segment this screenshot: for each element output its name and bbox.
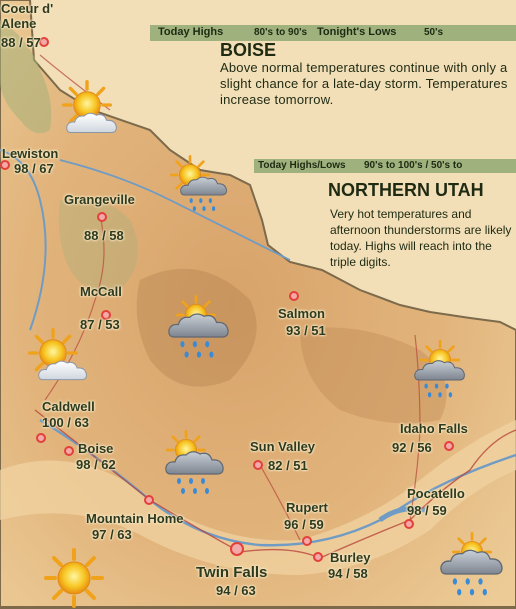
boise-forecast-panel: Today Highs 80's to 90's Tonight's Lows … [0, 0, 516, 140]
city-temps: 82 / 51 [268, 458, 308, 473]
city-label-twin-falls: Twin Falls 94 / 63 [196, 564, 267, 599]
utah-banner-value: 90's to 100's / 50's to [364, 160, 463, 171]
city-temps: 98 / 67 [14, 161, 54, 176]
utah-banner-label: Today Highs/Lows [258, 160, 346, 171]
city-marker-pocatello[interactable] [404, 519, 414, 529]
city-marker-boise[interactable] [64, 446, 74, 456]
city-marker-rupert[interactable] [302, 536, 312, 546]
city-temps: 97 / 63 [92, 527, 132, 542]
city-temps: 94 / 58 [328, 566, 368, 581]
city-label-sun-valley-temps: 82 / 51 [268, 458, 308, 473]
city-marker-coeur-dalene[interactable] [39, 37, 49, 47]
city-marker-twin-falls[interactable] [230, 542, 244, 556]
city-name: Twin Falls [196, 564, 268, 581]
city-marker-idaho-falls[interactable] [444, 441, 454, 451]
city-temps: 94 / 63 [216, 583, 256, 598]
city-label-coeur-dalene: Coeur d' Alene 88 / 57 [1, 1, 61, 50]
city-marker-mountain-home[interactable] [144, 495, 154, 505]
city-name: Idaho Falls [400, 421, 468, 436]
city-temps: 100 / 63 [42, 415, 89, 430]
city-label-idaho-falls-temps: 92 / 56 [392, 440, 432, 455]
city-label-mccall: McCall [80, 284, 122, 299]
city-temps: 87 / 53 [80, 317, 120, 332]
city-name: Rupert [286, 500, 328, 515]
city-temps: 88 / 57 [1, 35, 41, 50]
city-label-grangeville: Grangeville [64, 192, 135, 207]
city-name: Coeur d' Alene [1, 1, 54, 31]
city-label-sun-valley: Sun Valley [250, 439, 315, 454]
city-name: Boise [78, 441, 114, 456]
city-label-mountain-home: Mountain Home 97 / 63 [86, 511, 184, 542]
banner-highs-label: Today Highs [158, 26, 224, 38]
city-name: McCall [80, 284, 122, 299]
city-name: Sun Valley [250, 439, 316, 454]
city-name: Pocatello [407, 486, 465, 501]
city-marker-sun-valley[interactable] [253, 460, 263, 470]
city-name: Lewiston [2, 146, 59, 161]
city-label-lewiston: Lewiston 98 / 67 [2, 146, 58, 176]
city-name: Grangeville [64, 192, 135, 207]
sun-icon [44, 548, 104, 608]
city-temps: 98 / 59 [407, 503, 447, 518]
city-temps: 93 / 51 [286, 323, 326, 338]
city-marker-burley[interactable] [313, 552, 323, 562]
city-label-salmon: Salmon 93 / 51 [278, 306, 326, 338]
city-label-boise: Boise 98 / 62 [76, 441, 116, 472]
city-label-grangeville-temps: 88 / 58 [84, 228, 124, 243]
city-label-mccall-temps: 87 / 53 [80, 317, 120, 332]
boise-forecast-text: Above normal temperatures continue with … [220, 60, 508, 107]
city-label-caldwell: Caldwell 100 / 63 [42, 399, 95, 430]
utah-forecast-text: Very hot temperatures and afternoon thun… [330, 207, 512, 269]
city-name: Caldwell [42, 399, 95, 414]
banner-highs-value: 80's to 90's [254, 27, 308, 38]
boise-forecast-city: BOISE [220, 40, 277, 60]
city-marker-caldwell[interactable] [36, 433, 46, 443]
utah-forecast-panel: Today Highs/Lows 90's to 100's / 50's to… [0, 0, 516, 300]
city-label-rupert: Rupert 96 / 59 [284, 500, 328, 532]
city-temps: 96 / 59 [284, 517, 324, 532]
city-name: Mountain Home [86, 511, 184, 526]
banner-lows-label: Tonight's Lows [317, 26, 397, 38]
banner-lows-value: 50's [424, 27, 444, 38]
city-marker-salmon[interactable] [289, 291, 299, 301]
city-label-pocatello: Pocatello 98 / 59 [407, 486, 465, 518]
city-temps: 92 / 56 [392, 440, 432, 455]
utah-forecast-banner: Today Highs/Lows 90's to 100's / 50's to [254, 159, 516, 173]
city-marker-grangeville[interactable] [97, 212, 107, 222]
city-name: Burley [330, 550, 371, 565]
city-temps: 88 / 58 [84, 228, 124, 243]
city-name: Salmon [278, 306, 325, 321]
city-marker-mccall[interactable] [101, 310, 111, 320]
city-marker-lewiston[interactable] [0, 160, 10, 170]
utah-forecast-city: NORTHERN UTAH [328, 180, 484, 200]
city-label-burley: Burley 94 / 58 [328, 550, 370, 581]
city-temps: 98 / 62 [76, 457, 116, 472]
city-label-idaho-falls: Idaho Falls [400, 421, 468, 436]
boise-forecast-banner: Today Highs 80's to 90's Tonight's Lows … [150, 25, 516, 41]
